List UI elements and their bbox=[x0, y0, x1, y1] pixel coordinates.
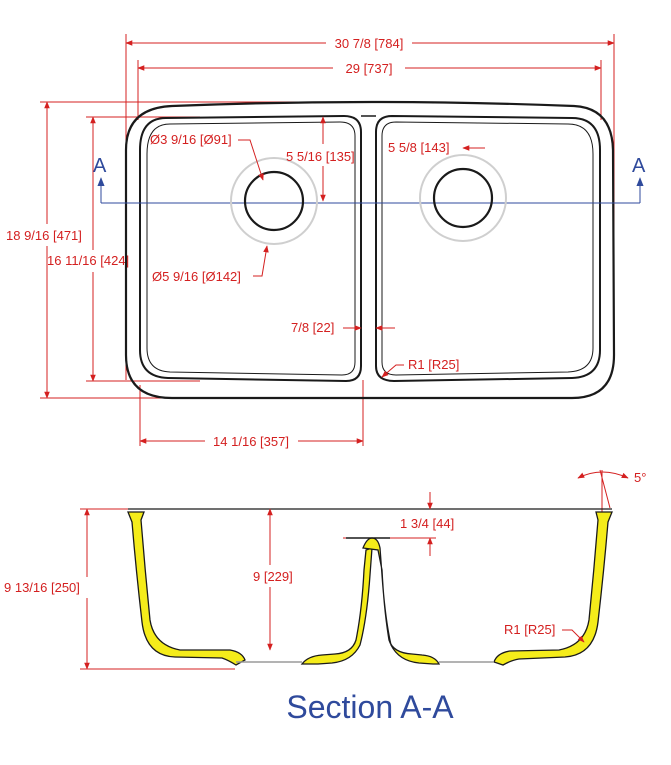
left-bowl-wall bbox=[127, 511, 246, 666]
left-bowl-inner-outline bbox=[146, 121, 356, 376]
draft-angle-label: 5° bbox=[634, 470, 646, 485]
bottom-radius-label: R1 [R25] bbox=[504, 622, 555, 637]
bowl-depth-label: 9 [229] bbox=[253, 569, 293, 584]
right-bowl-outline bbox=[375, 114, 601, 383]
right-bowl-wall bbox=[493, 511, 613, 666]
right-drain-offset-label: 5 5/8 [143] bbox=[388, 140, 449, 155]
overall-height-label: 18 9/16 [471] bbox=[6, 228, 82, 243]
left-drain-hole bbox=[243, 170, 305, 232]
bowl-width-label: 29 [737] bbox=[346, 61, 393, 76]
right-bowl-inner-outline bbox=[381, 121, 594, 376]
left-bowl-outline bbox=[139, 114, 362, 383]
plan-view: 30 7/8 [784] 29 [737] 18 9/16 [471] 16 1… bbox=[6, 34, 646, 449]
bowl-height-label: 16 11/16 [424] bbox=[47, 253, 129, 268]
draft-angle-arc bbox=[577, 471, 629, 479]
section-marker-left: A bbox=[93, 155, 107, 177]
section-view: 5° 1 3/4 [44] 9 13/16 [250] 9 [229] R1 [… bbox=[4, 469, 646, 725]
left-bowl-floor-right bbox=[300, 547, 373, 665]
total-depth-label: 9 13/16 [250] bbox=[4, 580, 80, 595]
right-drain-flange bbox=[419, 154, 507, 242]
overall-width-label: 30 7/8 [784] bbox=[335, 36, 404, 51]
flange-diameter-leader bbox=[253, 245, 269, 277]
drain-diameter-leader bbox=[238, 139, 264, 181]
sink-outer-outline bbox=[124, 100, 616, 400]
section-marker-right: A bbox=[632, 155, 646, 177]
corner-radius-label: R1 [R25] bbox=[408, 357, 459, 372]
left-bowl-width-label: 14 1/16 [357] bbox=[213, 434, 289, 449]
left-drain-offset-label: 5 5/16 [135] bbox=[286, 149, 355, 164]
drain-diameter-label: Ø3 9/16 [Ø91] bbox=[150, 132, 232, 147]
divider-width-label: 7/8 [22] bbox=[291, 320, 334, 335]
left-drain-flange bbox=[230, 157, 318, 245]
bottom-radius-leader bbox=[562, 629, 585, 643]
rim-to-divider-label: 1 3/4 [44] bbox=[400, 516, 454, 531]
divider-wall bbox=[362, 537, 441, 665]
corner-radius-leader bbox=[381, 364, 404, 378]
section-caption: Section A-A bbox=[286, 689, 454, 725]
flange-diameter-label: Ø5 9/16 [Ø142] bbox=[152, 269, 241, 284]
right-drain-hole bbox=[432, 167, 494, 229]
